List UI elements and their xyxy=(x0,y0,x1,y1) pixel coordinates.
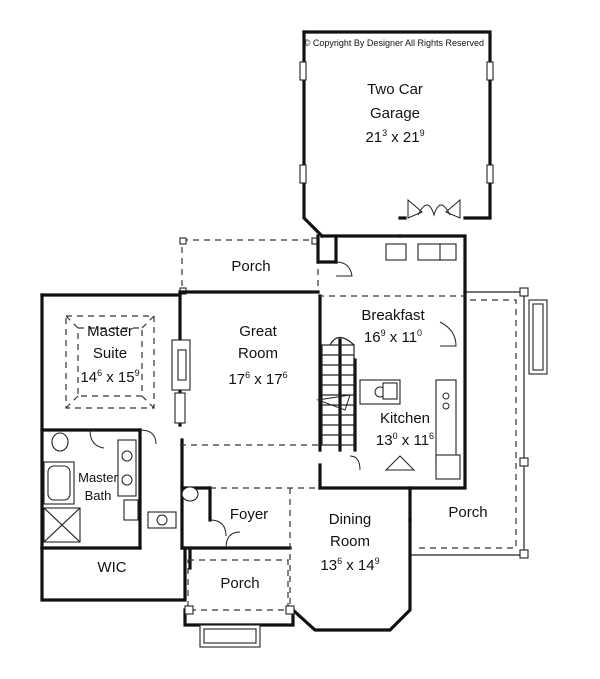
label-garage: Two Car Garage 213 x 219 xyxy=(365,81,424,146)
master-suite-name-line1: Master xyxy=(87,323,133,340)
great-room-name-line2: Room xyxy=(238,345,278,362)
garage-dimensions: 213 x 219 xyxy=(365,128,424,146)
porch-right xyxy=(410,287,548,559)
foyer-name: Foyer xyxy=(230,506,268,523)
label-dining-room: Dining Room 136 x 149 xyxy=(320,511,379,574)
label-foyer: Foyer xyxy=(230,506,268,523)
kitchen-name: Kitchen xyxy=(380,410,430,427)
exterior-walls xyxy=(40,234,467,632)
label-master-suite: Master Suite 146 x 159 xyxy=(80,323,139,386)
garage-name-line2: Garage xyxy=(370,105,420,122)
breakfast-name: Breakfast xyxy=(361,307,425,324)
kitchen-dimensions: 130 x 116 xyxy=(376,431,434,449)
great-room-dimensions: 176 x 176 xyxy=(228,370,287,388)
dining-room-name-line2: Room xyxy=(330,533,370,550)
copyright-text: © Copyright By Designer All Rights Reser… xyxy=(304,38,484,48)
label-kitchen: Kitchen 130 x 116 xyxy=(376,410,434,449)
porch-front xyxy=(184,559,295,648)
master-bath-name-line2: Bath xyxy=(85,488,112,503)
label-master-bath: Master Bath xyxy=(78,470,118,503)
label-porch-right: Porch xyxy=(448,504,487,521)
bath-fixtures xyxy=(43,429,241,549)
label-wic: WIC xyxy=(97,559,126,576)
garage-name-line1: Two Car xyxy=(367,81,423,98)
fireplace xyxy=(171,339,191,424)
dining-room-dimensions: 136 x 149 xyxy=(320,556,379,574)
kitchen-fixtures xyxy=(335,243,461,480)
porch-top-name: Porch xyxy=(231,258,270,275)
copyright-notice: © Copyright By Designer All Rights Reser… xyxy=(304,38,484,48)
stair xyxy=(316,336,355,446)
label-porch-front: Porch xyxy=(220,575,259,592)
label-breakfast: Breakfast 169 x 110 xyxy=(361,307,425,346)
porch-right-name: Porch xyxy=(448,504,487,521)
label-porch-top: Porch xyxy=(231,258,270,275)
room-divisions xyxy=(65,295,465,610)
great-room-name-line1: Great xyxy=(239,323,277,340)
label-great-room: Great Room 176 x 176 xyxy=(228,323,287,388)
master-suite-dimensions: 146 x 159 xyxy=(80,368,139,386)
wic-name: WIC xyxy=(97,559,126,576)
breakfast-dimensions: 169 x 110 xyxy=(364,328,422,346)
dining-room-name-line1: Dining xyxy=(329,511,372,528)
porch-front-name: Porch xyxy=(220,575,259,592)
master-suite-name-line2: Suite xyxy=(93,345,127,362)
master-bath-name-line1: Master xyxy=(78,470,118,485)
